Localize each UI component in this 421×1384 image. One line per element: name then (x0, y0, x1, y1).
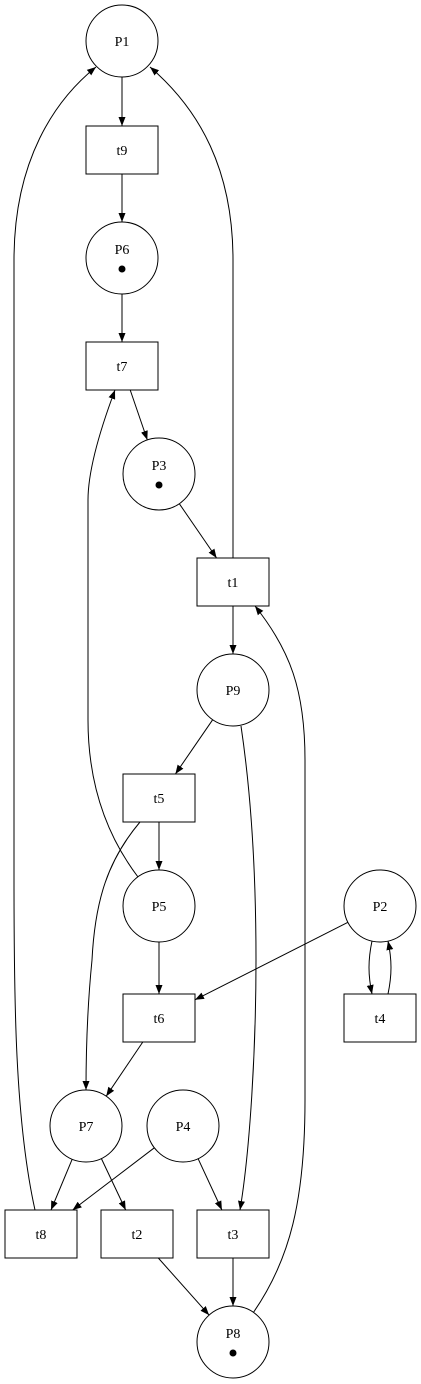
arc-p9-to-t3 (238, 725, 257, 1211)
place-p8: P8 (196, 1305, 270, 1379)
transition-box (85, 341, 159, 391)
transition-label: t9 (117, 144, 128, 159)
transition-box (4, 1209, 78, 1259)
place-p7: P7 (49, 1089, 123, 1163)
arc-t4-to-p2 (386, 940, 394, 995)
transition-t3: t3 (196, 1209, 270, 1259)
token-dot (229, 1349, 237, 1357)
arc-p9-to-t5 (174, 719, 214, 775)
arc-t2-to-p8 (157, 1257, 210, 1316)
place-circle (146, 1089, 220, 1163)
transition-box (196, 1209, 270, 1259)
transition-t7: t7 (85, 341, 159, 391)
place-label: P3 (152, 459, 167, 474)
place-p3: P3 (122, 437, 196, 511)
place-p6: P6 (85, 221, 159, 295)
transition-box (122, 993, 196, 1043)
arc-p7-to-t8 (50, 1159, 73, 1211)
place-circle (49, 1089, 123, 1163)
transition-label: t6 (154, 1012, 165, 1027)
place-circle (85, 221, 159, 295)
place-label: P5 (152, 900, 167, 915)
arc-p4-to-t3 (197, 1158, 223, 1211)
place-circle (196, 1305, 270, 1379)
place-label: P1 (115, 35, 130, 50)
transition-t1: t1 (196, 557, 270, 607)
arc-t5-to-p7 (82, 821, 141, 1091)
arc-p2-to-t4 (366, 940, 374, 995)
place-circle (343, 869, 417, 943)
place-p1: P1 (85, 4, 159, 78)
arc-p4-to-t8 (72, 1147, 155, 1211)
transition-label: t2 (132, 1228, 143, 1243)
place-circle (122, 437, 196, 511)
place-label: P8 (226, 1327, 241, 1342)
place-label: P7 (79, 1120, 94, 1135)
arc-p7-to-t2 (100, 1158, 127, 1211)
arc-t8-to-p1 (13, 66, 97, 1211)
place-p5: P5 (122, 869, 196, 943)
place-p2: P2 (343, 869, 417, 943)
transition-label: t8 (36, 1228, 47, 1243)
transition-label: t4 (375, 1012, 386, 1027)
arc-p5-to-t7 (87, 389, 139, 878)
place-circle (196, 653, 270, 727)
place-label: P2 (373, 900, 388, 915)
transition-t8: t8 (4, 1209, 78, 1259)
transition-label: t1 (228, 576, 239, 591)
transition-box (85, 125, 159, 175)
arc-p8-to-t1 (252, 605, 306, 1314)
transition-box (100, 1209, 174, 1259)
transition-label: t5 (154, 792, 165, 807)
place-circle (122, 869, 196, 943)
transition-box (122, 773, 196, 823)
transition-label: t3 (228, 1228, 239, 1243)
token-dot (118, 265, 126, 273)
transition-t9: t9 (85, 125, 159, 175)
transition-box (196, 557, 270, 607)
transition-t4: t4 (343, 993, 417, 1043)
token-dot (155, 481, 163, 489)
arc-t1-to-p1 (149, 66, 234, 558)
transition-t6: t6 (122, 993, 196, 1043)
transition-t5: t5 (122, 773, 196, 823)
arc-t6-to-p7 (105, 1041, 144, 1097)
place-label: P6 (115, 243, 130, 258)
arc-p3-to-t1 (178, 503, 218, 559)
transition-t2: t2 (100, 1209, 174, 1259)
place-label: P9 (226, 684, 241, 699)
arc-p2-to-t6 (194, 921, 349, 1001)
transition-label: t7 (117, 360, 128, 375)
arc-t7-to-p3 (129, 389, 148, 441)
transition-box (343, 993, 417, 1043)
place-p4: P4 (146, 1089, 220, 1163)
place-label: P4 (176, 1120, 191, 1135)
arcs-layer (13, 66, 394, 1316)
place-p9: P9 (196, 653, 270, 727)
place-circle (85, 4, 159, 78)
